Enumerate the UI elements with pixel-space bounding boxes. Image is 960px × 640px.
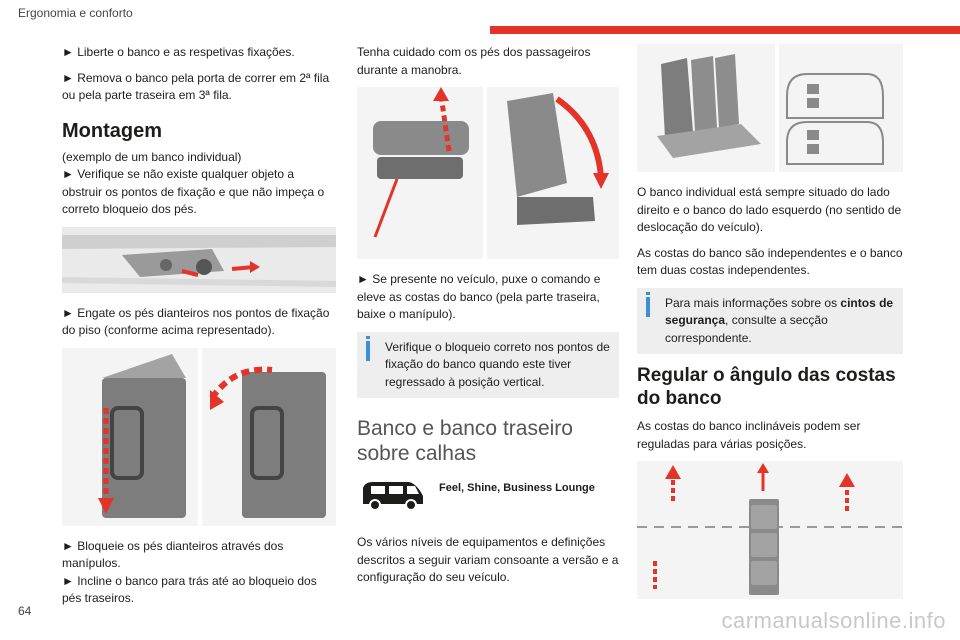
column-1: ► Liberte o banco e as respetivas fixaçõ… xyxy=(62,44,336,616)
figure-seat-lock-tilt xyxy=(62,347,336,526)
info-note-lock-check: Verifique o bloqueio correto nos pontos … xyxy=(357,331,619,398)
step-lock-and-tilt: ► Bloqueie os pés dianteiros através dos… xyxy=(62,538,336,608)
figure-recline-adjust xyxy=(637,461,903,599)
figure-seat-feet-fixing xyxy=(62,226,336,293)
heading-banco-calhas: Banco e banco traseiro sobre calhas xyxy=(357,417,573,465)
version-row: Feel, Shine, Business Lounge xyxy=(357,478,619,522)
version-list: Feel, Shine, Business Lounge xyxy=(439,478,595,496)
step-lock-front-feet: ► Bloqueie os pés dianteiros através dos… xyxy=(62,538,284,571)
section-title: Ergonomia e conforto xyxy=(18,6,133,20)
version-separator: , xyxy=(461,482,468,494)
column-3: O banco individual está sempre situado d… xyxy=(637,44,903,611)
step-tilt-back: ► Incline o banco para trás até ao bloqu… xyxy=(62,573,317,606)
heading-montagem: Montagem xyxy=(62,119,162,142)
recline-description: As costas do banco inclináveis podem ser… xyxy=(637,419,861,451)
caution-passenger-feet: Tenha cuidado com os pés dos passageiros… xyxy=(357,45,591,77)
step-release-seat: ► Liberte o banco e as respetivas fixaçõ… xyxy=(62,45,295,59)
step-pull-control: ► Se presente no veículo, puxe o comando… xyxy=(357,272,601,321)
step-engage-front-feet: ► Engate os pés dianteiros nos pontos de… xyxy=(62,305,330,338)
info-icon xyxy=(646,296,650,317)
figure-seatback-lift xyxy=(357,87,619,259)
montagem-example: (exemplo de um banco individual) xyxy=(62,149,242,164)
seat-position-note: O banco individual está sempre situado d… xyxy=(637,185,902,234)
note-text-bold: cintos de segurança xyxy=(665,295,894,328)
heading-regular-angulo: Regular o ângulo das costas do banco xyxy=(637,365,896,409)
figure-bench-on-rails xyxy=(637,44,903,172)
info-icon xyxy=(366,340,370,361)
van-icon xyxy=(363,482,423,511)
version-business-lounge: Business Lounge xyxy=(503,482,595,494)
page-number: 64 xyxy=(18,604,32,618)
watermark: carmanualsonline.info xyxy=(721,608,946,633)
info-icon-dot xyxy=(366,335,370,339)
info-icon-dot xyxy=(646,291,650,295)
header-accent-bar xyxy=(490,26,960,34)
version-separator: , xyxy=(497,482,504,494)
info-note-seatbelts: Para mais informações sobre os cintos de… xyxy=(637,287,903,354)
seatback-independence-note: As costas do banco são independentes e o… xyxy=(637,245,903,278)
info-note-text: Para mais informações sobre os cintos de… xyxy=(645,295,895,348)
equipment-note: Os vários níveis de equipamentos e defin… xyxy=(357,535,619,584)
step-remove-seat: ► Remova o banco pela porta de correr em… xyxy=(62,70,330,103)
montagem-intro: (exemplo de um banco individual) ► Verif… xyxy=(62,149,336,219)
column-2: Tenha cuidado com os pés dos passageiros… xyxy=(357,44,619,595)
version-feel: Feel xyxy=(439,482,462,494)
info-note-text: Verifique o bloqueio correto nos pontos … xyxy=(385,339,610,389)
note-text-post: , consulte a secção correspondente. xyxy=(665,313,828,345)
version-shine: Shine xyxy=(467,482,498,494)
step-check-fixings: ► Verifique se não existe qualquer objet… xyxy=(62,167,325,216)
note-text-pre: Para mais informações sobre os xyxy=(665,295,841,310)
